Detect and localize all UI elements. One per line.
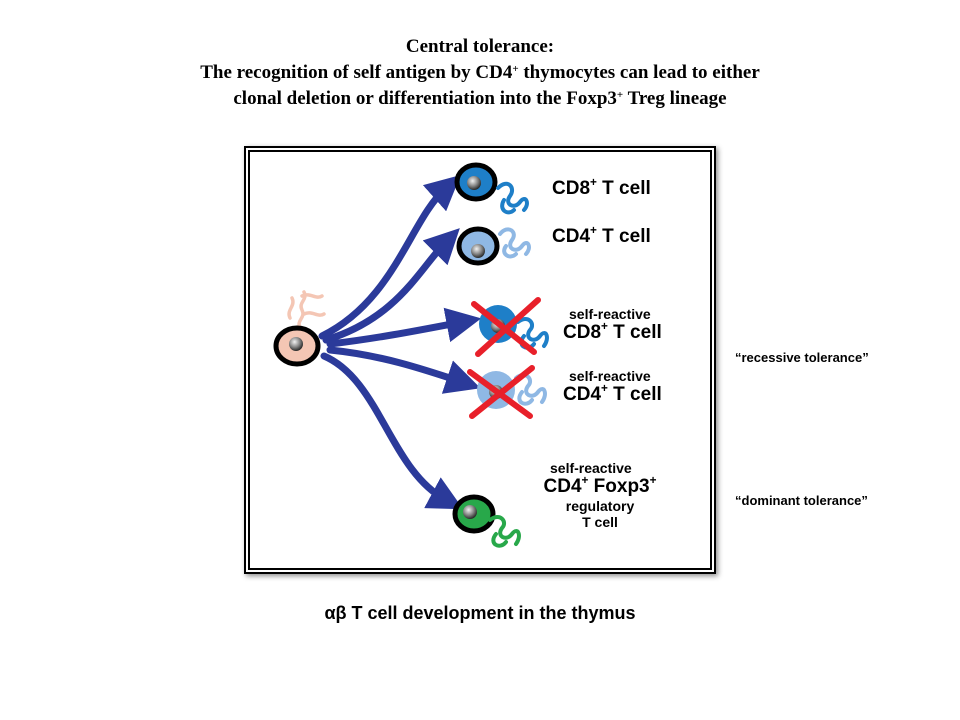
figure-frame-inner (248, 150, 712, 570)
figure-caption: αβ T cell development in the thymus (324, 603, 636, 623)
treg-nucleus-icon (463, 505, 477, 519)
label-self-reactive-cd4: self-reactive CD4+ T cell (563, 368, 662, 405)
arrow-to-cd8 (318, 174, 461, 340)
title-line-1: Central tolerance: (405, 36, 555, 57)
label-treg: self-reactive CD4+ Foxp3+ regulatory T c… (543, 460, 657, 530)
dominant-tolerance-label: “dominant tolerance” (735, 493, 868, 508)
arrow-to-cd4 (322, 228, 460, 344)
precursor-tcr-icon (287, 290, 326, 330)
differentiation-arrows (318, 174, 482, 510)
treg-cell (452, 494, 521, 548)
slide-title: Central tolerance: The recognition of se… (0, 34, 960, 112)
recessive-tolerance-label: “recessive tolerance” (735, 350, 869, 365)
cd4-tcr-icon (498, 227, 531, 259)
self-cd4-tcr-icon (514, 373, 547, 406)
deletion-cross-icon-2 (467, 365, 535, 419)
cd4-nucleus-icon (471, 244, 485, 258)
cd8-tcr-icon (496, 181, 529, 215)
self-reactive-cd4-cell (467, 365, 547, 419)
arrow-to-self-cd8 (326, 307, 482, 348)
title-line-2: The recognition of self antigen by CD4+ … (200, 62, 760, 83)
precursor-nucleus-icon (289, 337, 303, 351)
cd8-t-cell (454, 162, 529, 215)
title-line-3: clonal deletion or differentiation into … (233, 88, 727, 109)
deletion-cross-icon (471, 297, 541, 357)
precursor-thymocyte (273, 290, 326, 367)
label-self-reactive-cd8: self-reactive CD8+ T cell (563, 306, 662, 343)
label-cd8-t-cell: CD8+ T cell (552, 176, 651, 199)
arrow-to-self-cd4 (326, 346, 481, 394)
arrow-to-treg (320, 352, 464, 510)
cd8-nucleus-icon (467, 176, 481, 190)
label-cd4-t-cell: CD4+ T cell (552, 224, 651, 247)
cd4-t-cell (456, 226, 531, 266)
treg-tcr-icon (488, 515, 521, 548)
self-reactive-cd8-cell (471, 297, 549, 357)
